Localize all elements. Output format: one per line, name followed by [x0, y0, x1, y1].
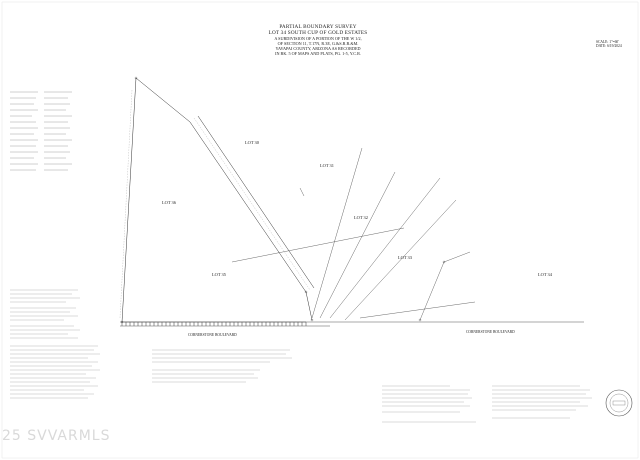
date-text: DATE: 6/19/2024 — [596, 44, 622, 49]
surveyor-seal — [605, 389, 633, 417]
survey-description-3: YAVAPAI COUNTY, ARIZONA AS RECORDED — [275, 46, 361, 51]
title-block: PARTIAL BOUNDARY SURVEY LOT 34 SOUTH CUP… — [228, 24, 408, 56]
road-frontage — [120, 321, 584, 327]
survey-description-1: A SUBDIVISION OF A PORTION OF THE W 1/2, — [274, 36, 362, 41]
scale-block: SCALE: 1"=60' DATE: 6/19/2024 — [596, 40, 638, 49]
lot-label-31: LOT 31 — [320, 163, 334, 168]
line-table-graphic — [10, 91, 72, 171]
road-label-center: CORNERSTONE BOULEVARD — [188, 333, 237, 337]
certification-graphic — [382, 385, 592, 423]
lot-label-36: LOT 36 — [162, 200, 176, 205]
center-notes-graphic — [152, 349, 292, 383]
easement-lines — [119, 89, 311, 319]
mls-watermark: 25 SVVARMLS — [2, 428, 111, 444]
lot-label-32: LOT 32 — [354, 215, 368, 220]
lot-lines — [231, 147, 476, 321]
scale-text: SCALE: 1"=60' — [596, 40, 619, 44]
survey-title: PARTIAL BOUNDARY SURVEY — [279, 24, 357, 30]
lot-label-30: LOT 30 — [245, 140, 259, 145]
lot-label-33: LOT 33 — [398, 255, 412, 260]
survey-description-4: IN BK. 5 OF MAPS AND PLATS, PG. 1-5, Y.C… — [275, 51, 361, 56]
lot-label-35: LOT 35 — [212, 272, 226, 277]
boundary-lines — [121, 77, 315, 323]
survey-subtitle: LOT 34 SOUTH CUP OF GOLD ESTATES — [268, 30, 368, 36]
junction-marks — [120, 76, 446, 324]
road-label-right: CORNERSTONE BOULEVARD — [466, 330, 515, 334]
lot-label-34: LOT 34 — [538, 272, 552, 277]
survey-description-2: OF SECTION 11, T.17N, R.3E, G.&S.R.B.&M. — [277, 41, 359, 46]
notes-graphic — [10, 289, 100, 399]
